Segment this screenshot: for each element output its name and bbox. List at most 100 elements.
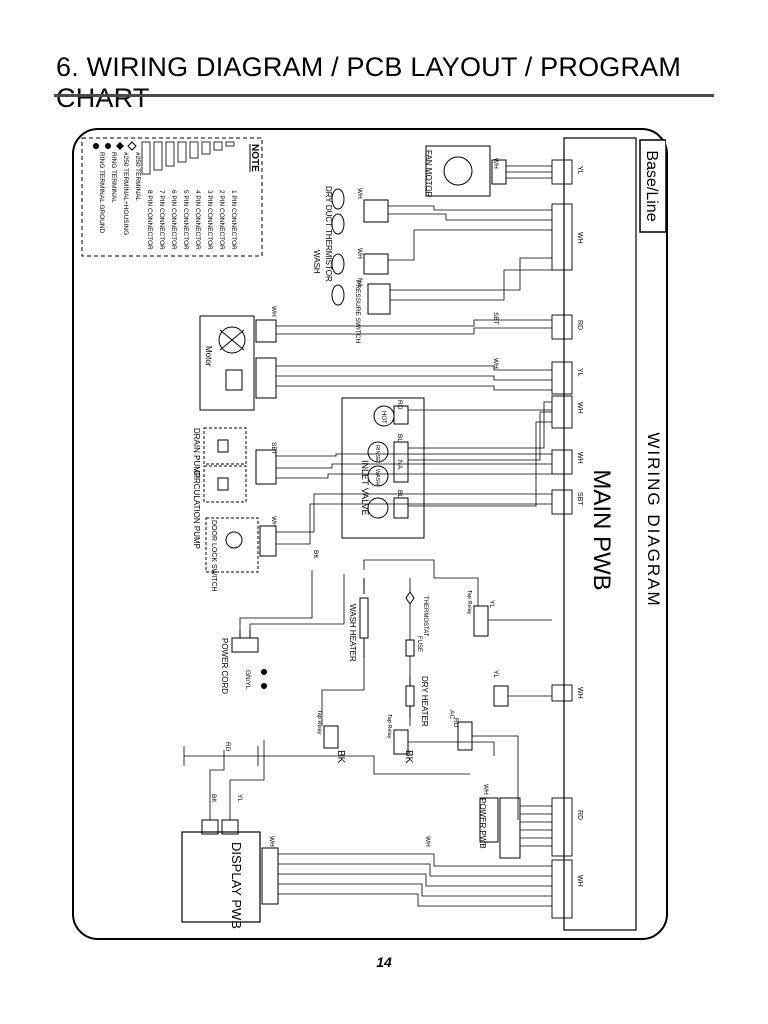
- svg-text:SBT: SBT: [492, 312, 499, 325]
- svg-text:Tap Relay: Tap Relay: [386, 714, 392, 739]
- main-pwb-wire-labels: YL WH RD YL WH WH SBT WH RD WH: [576, 166, 583, 887]
- svg-text:FAN MOTOR: FAN MOTOR: [424, 150, 433, 198]
- display-pwb: DISPLAY PWB: [181, 819, 279, 929]
- svg-text:1 PIN CONNECTOR: 1 PIN CONNECTOR: [230, 190, 237, 250]
- svg-text:AC: AC: [448, 710, 455, 719]
- svg-text:3 PIN CONNECTOR: 3 PIN CONNECTOR: [206, 190, 213, 250]
- svg-text:RD: RD: [576, 810, 583, 820]
- svg-text:POWER CORD: POWER CORD: [220, 638, 229, 694]
- svg-text:#250 TERMINAL+HOUSING: #250 TERMINAL+HOUSING: [122, 152, 129, 235]
- svg-text:BK: BK: [210, 794, 217, 803]
- svg-text:WH: WH: [270, 306, 277, 317]
- svg-text:2 PIN CONNECTOR: 2 PIN CONNECTOR: [218, 190, 225, 250]
- svg-text:SBT: SBT: [270, 442, 277, 455]
- main-pwb-connectors: [551, 159, 573, 919]
- note-legend: NOTE 1 PIN CONNECTOR 2 PIN CONNECTOR 3 P…: [81, 137, 263, 257]
- svg-text:5 PIN CONNECTOR: 5 PIN CONNECTOR: [182, 190, 189, 250]
- svg-text:WASH HEATER: WASH HEATER: [348, 604, 357, 662]
- wash-heater: WASH HEATER: [348, 578, 369, 662]
- svg-text:YL: YL: [492, 670, 499, 678]
- svg-text:THERMOSTAT: THERMOSTAT: [422, 596, 428, 637]
- svg-text:FUSE: FUSE: [416, 636, 422, 652]
- svg-text:RD: RD: [396, 400, 403, 410]
- svg-text:WH: WH: [576, 402, 583, 414]
- svg-text:4 PIN CONNECTOR: 4 PIN CONNECTOR: [194, 190, 201, 250]
- svg-text:RING TERMINAL: RING TERMINAL: [110, 152, 117, 203]
- svg-text:BL: BL: [396, 490, 403, 498]
- fan-motor: FAN MOTOR: [424, 145, 507, 198]
- svg-text:RINSE: RINSE: [374, 445, 380, 462]
- svg-text:BK: BK: [335, 750, 346, 764]
- svg-text:CIRCULATION PUMP: CIRCULATION PUMP: [192, 470, 201, 549]
- section-label-box: Base/Line: [639, 139, 666, 233]
- svg-text:NA: NA: [396, 460, 403, 470]
- svg-text:RING TERMINAL GROUND: RING TERMINAL GROUND: [98, 152, 105, 234]
- svg-text:WASH: WASH: [374, 469, 380, 485]
- svg-text:DISPLAY PWB: DISPLAY PWB: [229, 842, 244, 929]
- svg-text:8 PIN CONNECTOR: 8 PIN CONNECTOR: [146, 190, 153, 250]
- thermostat: THERMOSTAT: [405, 591, 428, 637]
- wiring-diagram: Base/Line WIRING DIAGRAM MAIN PWB YL WH …: [81, 137, 666, 931]
- svg-text:WH: WH: [576, 452, 583, 464]
- svg-text:GN/YL: GN/YL: [244, 670, 251, 690]
- svg-text:SBT: SBT: [576, 492, 583, 506]
- svg-text:7 PIN CONNECTOR: 7 PIN CONNECTOR: [158, 190, 165, 250]
- svg-text:HOT: HOT: [380, 411, 386, 424]
- svg-text:WH: WH: [492, 158, 499, 169]
- wash-thermistor: WASH: [312, 250, 389, 275]
- diagram-subtitle: WIRING DIAGRAM: [644, 432, 663, 607]
- svg-text:BK: BK: [403, 750, 414, 764]
- svg-text:BK: BK: [312, 550, 319, 559]
- power-cord: POWER CORD: [220, 630, 267, 694]
- svg-text:DRY HEATER: DRY HEATER: [420, 676, 429, 727]
- svg-text:WH: WH: [482, 784, 489, 795]
- svg-text:INLET VALVE: INLET VALVE: [360, 460, 370, 516]
- svg-text:DRAIN PUMP: DRAIN PUMP: [192, 428, 201, 478]
- inlet-valve: HOT RINSE WASH INLET VALVE: [341, 397, 425, 539]
- wiring-harness: [183, 165, 552, 907]
- dry-heater: DRY HEATER: [405, 676, 429, 727]
- svg-text:YL: YL: [236, 794, 243, 802]
- svg-text:WH: WH: [492, 358, 499, 369]
- svg-text:WASH: WASH: [312, 250, 321, 274]
- main-pwb-label: MAIN PWB: [588, 469, 615, 590]
- svg-text:6 PIN CONNECTOR: 6 PIN CONNECTOR: [170, 190, 177, 250]
- svg-text:WH: WH: [356, 188, 363, 199]
- svg-text:WH: WH: [576, 875, 583, 887]
- pressure-switch: PRESSURE SWITCH: [331, 280, 391, 344]
- svg-text:PRESSURE SWITCH: PRESSURE SWITCH: [354, 280, 361, 344]
- drain-pump: DRAIN PUMP: [192, 427, 247, 478]
- section-label: Base/Line: [643, 150, 660, 221]
- svg-text:YL: YL: [576, 368, 583, 377]
- svg-text:RD: RD: [224, 742, 231, 752]
- svg-text:RD: RD: [452, 718, 459, 728]
- svg-text:WH: WH: [576, 687, 583, 699]
- diagram-frame: [72, 128, 668, 940]
- motor: Motor: [199, 315, 277, 411]
- note-title: NOTE: [249, 144, 260, 172]
- power-pwb: POWER PWB: [478, 797, 521, 859]
- svg-text:#250 TERMINAL: #250 TERMINAL: [134, 152, 141, 201]
- svg-text:YL: YL: [488, 600, 495, 608]
- door-lock-switch: DOOR LOCK SWITCH: [205, 517, 277, 592]
- page-title: 6. WIRING DIAGRAM / PCB LAYOUT / PROGRAM…: [56, 52, 682, 113]
- svg-text:RD: RD: [576, 320, 583, 330]
- dry-duct-thermistor: DRY DUCT THERMISTOR: [324, 186, 389, 282]
- title-rule: [54, 94, 714, 97]
- svg-text:BL: BL: [396, 434, 403, 442]
- circulation-pump: CIRCULATION PUMP: [192, 449, 277, 549]
- svg-text:Motor: Motor: [204, 346, 213, 367]
- tap-relays: Tap Relay Tap Relay Tap Relay: [316, 590, 509, 755]
- svg-text:WH: WH: [270, 516, 277, 527]
- svg-text:DRY DUCT THERMISTOR: DRY DUCT THERMISTOR: [324, 186, 333, 282]
- fuse: FUSE: [405, 636, 422, 657]
- main-pwb-board: [563, 137, 637, 931]
- svg-text:POWER PWB: POWER PWB: [478, 798, 487, 849]
- svg-text:Tap Relay: Tap Relay: [466, 590, 472, 615]
- svg-text:WH: WH: [424, 836, 431, 847]
- page-number: 14: [376, 954, 392, 970]
- svg-text:YL: YL: [576, 166, 583, 175]
- svg-text:NA: NA: [356, 278, 363, 288]
- svg-text:DOOR LOCK SWITCH: DOOR LOCK SWITCH: [210, 520, 217, 592]
- svg-text:WH: WH: [356, 248, 363, 259]
